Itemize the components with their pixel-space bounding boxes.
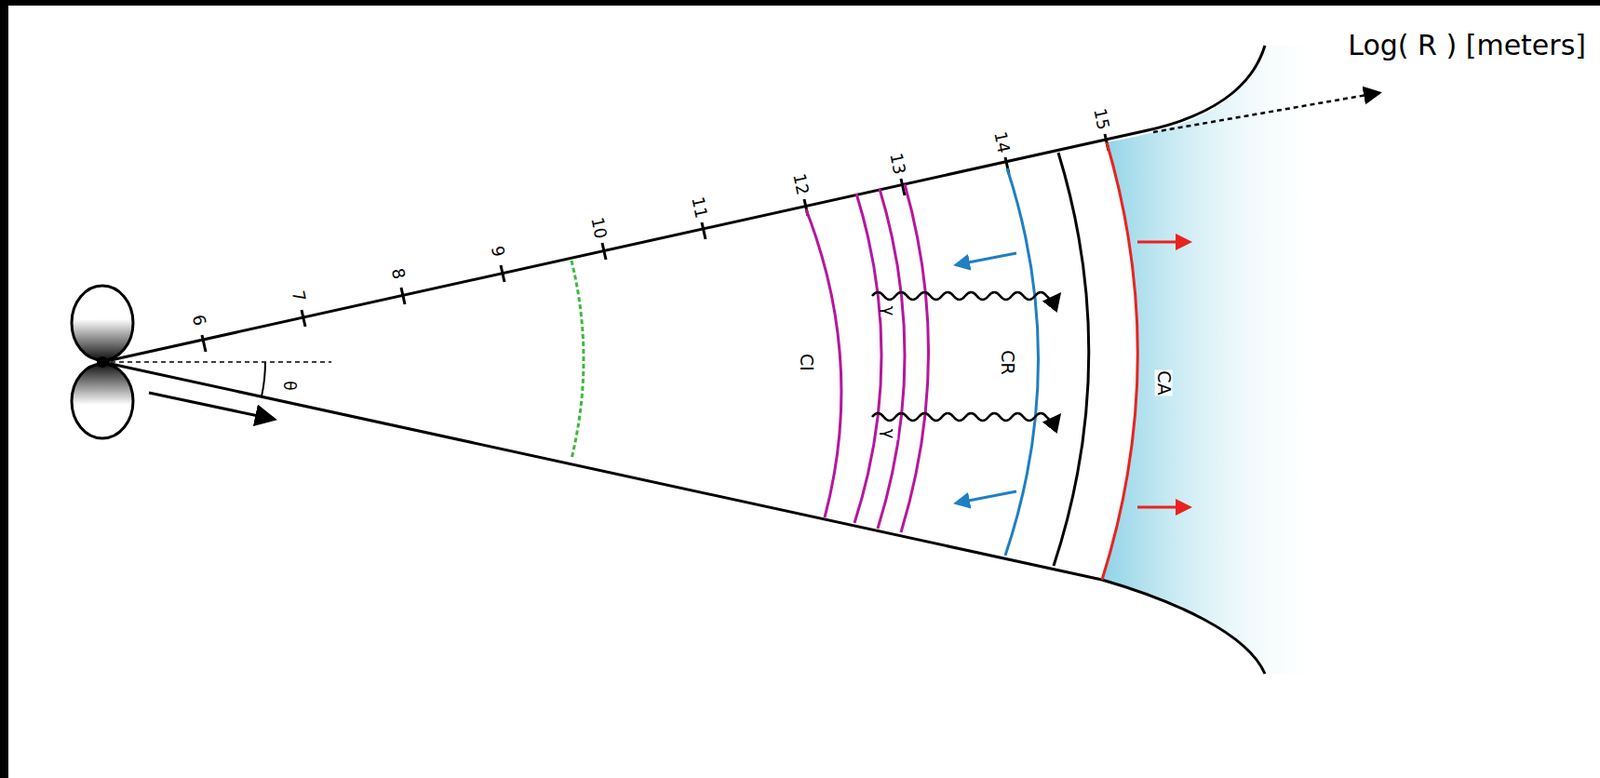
tick-number: 8: [389, 266, 408, 283]
tick-number: 6: [189, 312, 209, 329]
tick-number: 10: [588, 215, 610, 242]
tick-number: 9: [488, 243, 508, 260]
region-label: CA: [1154, 369, 1172, 396]
tick-number: 12: [790, 171, 812, 198]
tick-number: 7: [289, 288, 309, 305]
tick-number: 15: [1090, 106, 1113, 133]
tick-number: 14: [991, 129, 1013, 156]
photon-symbol: γ: [880, 428, 898, 441]
region-label: CR: [998, 349, 1017, 376]
tick-number: 11: [688, 194, 711, 221]
axis-title: Log( R ) [meters]: [1347, 31, 1587, 60]
tick-number: 13: [887, 150, 909, 177]
angle-symbol: θ: [281, 379, 297, 391]
region-label: CI: [797, 352, 816, 373]
photon-symbol: γ: [880, 305, 898, 318]
